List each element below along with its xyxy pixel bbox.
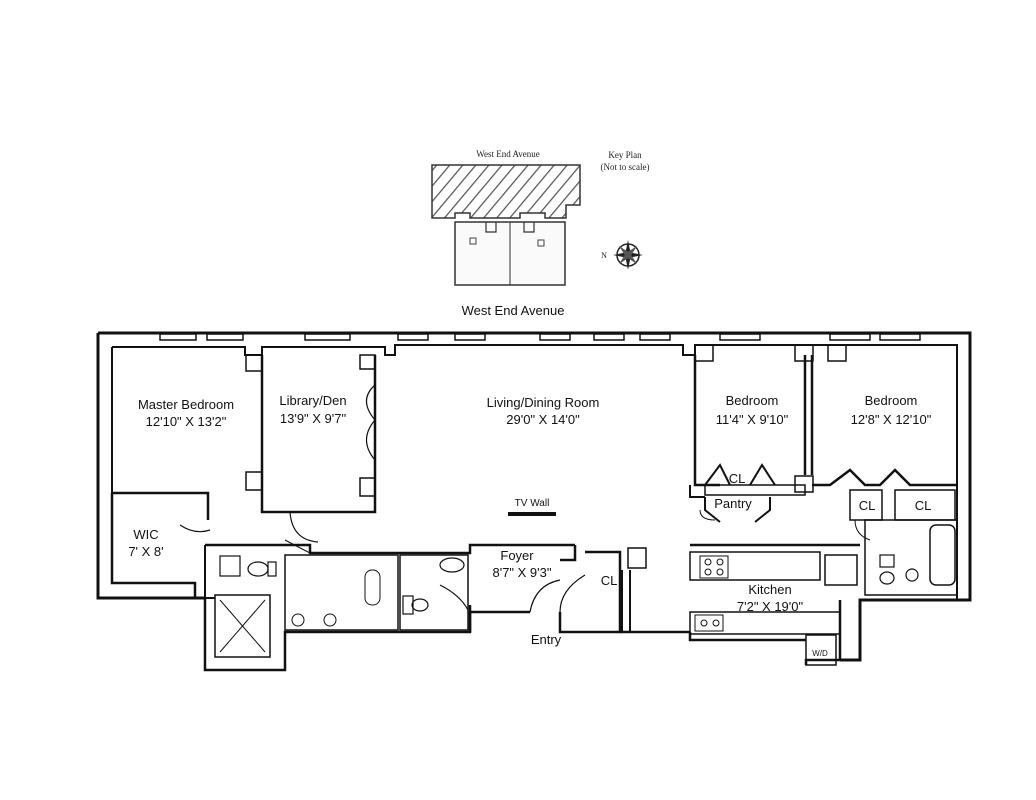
- room-labels: Master Bedroom 12'10" X 13'2" Library/De…: [128, 393, 931, 658]
- bedroom3-dims: 12'8" X 12'10": [851, 412, 932, 427]
- key-plan-building: [431, 164, 581, 286]
- kitchen-name: Kitchen: [748, 582, 791, 597]
- key-plan-street-label: West End Avenue: [476, 149, 540, 159]
- library-name: Library/Den: [279, 393, 346, 408]
- master-bedroom-name: Master Bedroom: [138, 397, 234, 412]
- pantry-label: Pantry: [714, 496, 752, 511]
- closet-label-foyer: CL: [601, 573, 618, 588]
- closet-label-hall: CL: [859, 498, 876, 513]
- washer-dryer-label: W/D: [812, 649, 828, 658]
- street-label: West End Avenue: [462, 303, 565, 318]
- closet-label-bedroom2: CL: [729, 471, 746, 486]
- kitchen-dims: 7'2" X 19'0": [737, 599, 804, 614]
- windows: [159, 333, 921, 341]
- exterior-wall-left: [96, 333, 205, 600]
- foyer-name: Foyer: [500, 548, 534, 563]
- compass-north-label: N: [601, 251, 607, 260]
- exterior-wall: [98, 331, 972, 662]
- bedroom2-dims: 11'4" X 9'10": [716, 412, 789, 427]
- living-dims: 29'0" X 14'0": [506, 412, 580, 427]
- living-name: Living/Dining Room: [487, 395, 600, 410]
- wic-name: WIC: [133, 527, 158, 542]
- library-dims: 13'9" X 9'7": [280, 411, 347, 426]
- entry-label: Entry: [531, 632, 562, 647]
- master-bedroom-dims: 12'10" X 13'2": [146, 414, 227, 429]
- walls: [96, 331, 972, 672]
- key-plan: West End Avenue Key Plan (Not to scale) …: [431, 149, 650, 286]
- key-plan-title: Key Plan: [608, 150, 642, 160]
- closet-label-bedroom3: CL: [915, 498, 932, 513]
- tv-wall-marker: [508, 512, 556, 516]
- bedroom3-name: Bedroom: [865, 393, 918, 408]
- compass-rose-icon: [613, 240, 643, 270]
- tv-wall-label: TV Wall: [515, 498, 550, 509]
- key-plan-note: (Not to scale): [601, 162, 650, 172]
- wic-dims: 7' X 8': [128, 544, 163, 559]
- foyer-dims: 8'7" X 9'3": [492, 565, 551, 580]
- bedroom2-name: Bedroom: [726, 393, 779, 408]
